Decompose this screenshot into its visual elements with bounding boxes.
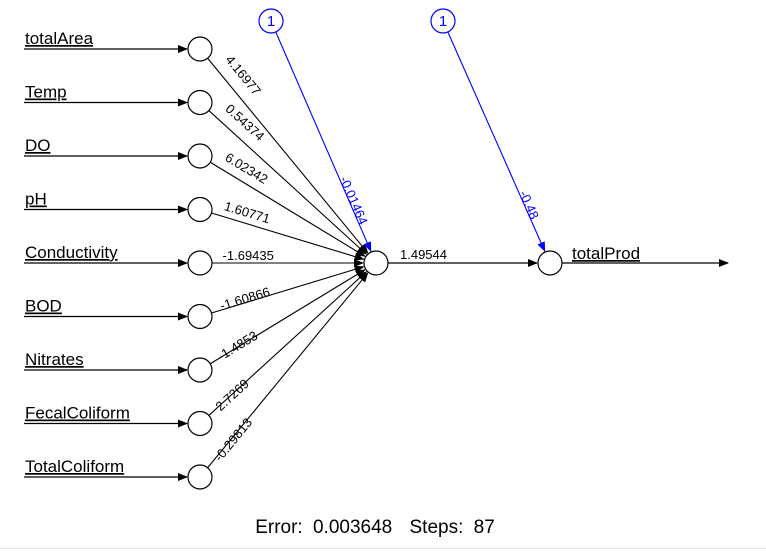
weight-label-hidden-to-output: 1.49544 bbox=[400, 247, 447, 262]
nodes-layer bbox=[187, 8, 563, 490]
input-node-nitrates bbox=[187, 357, 213, 383]
input-label-nitrates: Nitrates bbox=[25, 350, 84, 369]
input-label-bod: BOD bbox=[25, 297, 62, 316]
input-node-p-h bbox=[187, 196, 213, 223]
bottom-divider bbox=[0, 548, 766, 549]
weight-label-nitrates: -1.4853 bbox=[215, 328, 260, 364]
weight-label-p-h: 1.60771 bbox=[223, 198, 272, 226]
edge-nitrates-to-hidden bbox=[209, 269, 366, 365]
error-value: 0.003648 bbox=[313, 517, 392, 538]
weight-label-total-coliform: -0.29813 bbox=[211, 415, 255, 464]
edge-bod-to-hidden bbox=[211, 265, 365, 314]
input-node-total-coliform bbox=[187, 464, 213, 490]
edge-temp-to-hidden bbox=[208, 110, 368, 255]
input-label-do: DO bbox=[25, 136, 51, 155]
weight-label-conductivity: -1.69435 bbox=[223, 248, 274, 263]
weight-label-total-area: 4.16977 bbox=[223, 52, 264, 98]
steps-label: Steps: bbox=[410, 517, 464, 538]
bias-weight-label-hidden: -0.01464 bbox=[337, 174, 371, 227]
training-summary: Error: 0.003648 Steps: 87 bbox=[255, 517, 495, 538]
bias-node-label-output: 1 bbox=[439, 13, 447, 30]
bias-node-label-hidden: 1 bbox=[267, 13, 275, 30]
weight-label-fecal-coliform: 2.7269 bbox=[212, 376, 251, 414]
input-node-fecal-coliform bbox=[187, 410, 213, 437]
input-label-p-h: pH bbox=[25, 190, 47, 209]
input-label-total-coliform: TotalColiform bbox=[25, 457, 124, 476]
input-label-fecal-coliform: FecalColiform bbox=[25, 404, 130, 423]
input-node-conductivity bbox=[187, 250, 213, 276]
error-label: Error: bbox=[255, 517, 303, 538]
input-node-total-area bbox=[187, 36, 213, 62]
input-label-temp: Temp bbox=[25, 83, 67, 102]
output-node bbox=[537, 250, 563, 276]
steps-value: 87 bbox=[474, 517, 495, 538]
bias-node-hidden bbox=[258, 8, 284, 34]
bias-edge-hidden bbox=[275, 31, 372, 252]
edge-fecal-coliform-to-hidden bbox=[208, 271, 368, 416]
input-node-do bbox=[187, 143, 213, 169]
input-node-bod bbox=[187, 303, 213, 330]
weight-label-do: 6.02342 bbox=[223, 150, 271, 187]
edge-do-to-hidden bbox=[209, 161, 366, 257]
bias-weight-label-output: -0.48 bbox=[516, 188, 542, 221]
input-node-temp bbox=[187, 89, 213, 116]
bias-node-output bbox=[430, 8, 456, 34]
edge-total-area-to-hidden bbox=[207, 57, 369, 254]
output-label: totalProd bbox=[572, 244, 640, 263]
edge-total-coliform-to-hidden bbox=[207, 272, 369, 469]
weight-label-bod: -1.60866 bbox=[218, 284, 271, 313]
bias-edge-output bbox=[447, 31, 546, 253]
edge-p-h-to-hidden bbox=[211, 212, 365, 261]
input-label-conductivity: Conductivity bbox=[25, 243, 118, 262]
hidden-node bbox=[363, 250, 389, 276]
input-label-total-area: totalArea bbox=[25, 29, 94, 48]
edges-layer bbox=[24, 31, 729, 481]
